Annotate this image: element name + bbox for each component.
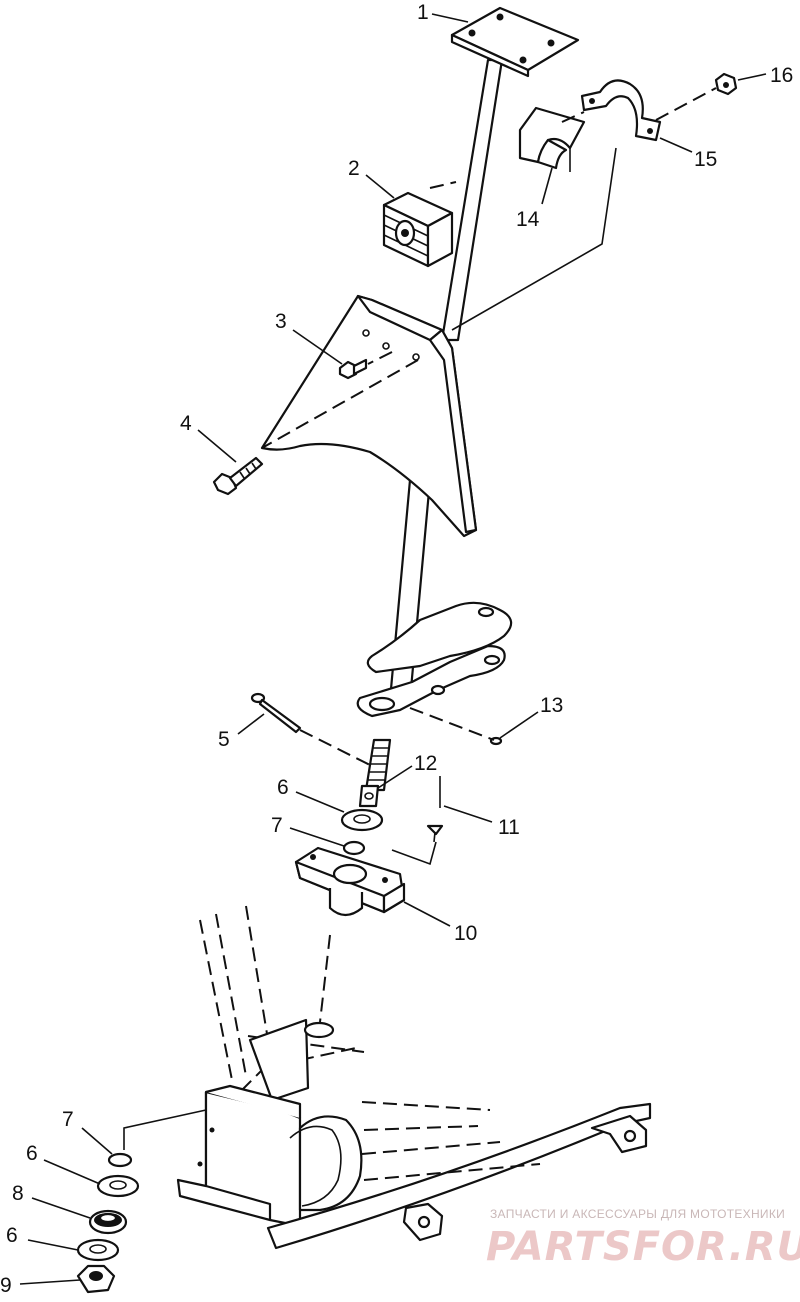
callout-8: 8 [12,1182,24,1205]
nut-part [714,72,738,96]
screw-part [426,824,444,843]
clamp-block-part [518,106,586,172]
long-bolt-part [212,456,264,496]
callout-12: 12 [414,752,437,775]
callout-10: 10 [454,922,477,945]
bearing-housing-part [294,846,406,917]
callout-5: 5 [218,728,230,751]
callout-2: 2 [348,157,360,180]
callout-14: 14 [516,208,540,231]
pitman-arm-part [356,601,513,718]
small-bolt-part [338,358,368,380]
callout-15: 15 [694,148,717,171]
watermark-tagline: ЗАПЧАСТИ И АКСЕССУАРЫ ДЛЯ МОТОТЕХНИКИ [490,1207,785,1221]
leader-lines [19,13,767,1285]
callout-16: 16 [770,64,793,87]
cotter-pin-part [250,692,302,734]
callout-9: 9 [0,1274,12,1297]
callout-6-lower-b: 6 [6,1224,18,1247]
assembly-lines [123,87,717,1150]
callout-7-upper: 7 [271,814,283,837]
callout-1: 1 [417,1,429,24]
washer-small-upper-part [342,840,366,856]
watermark: ЗАПЧАСТИ И АКСЕССУАРЫ ДЛЯ МОТОТЕХНИКИ PA… [486,1207,800,1270]
u-bracket-part [580,79,662,142]
callout-7-lower: 7 [62,1108,74,1131]
callout-13: 13 [540,694,563,717]
lower-hardware-stack [76,1152,140,1294]
callout-6-lower-a: 6 [26,1142,38,1165]
callout-6-upper: 6 [277,776,289,799]
callout-3: 3 [275,310,287,333]
block-part [382,191,454,268]
callout-11: 11 [498,816,520,839]
shaft-spline [364,738,392,792]
callout-4: 4 [180,412,192,435]
steering-bracket-part [260,294,478,538]
coupler-part [358,784,380,808]
watermark-brand: PARTSFOR.RU [486,1224,800,1270]
washer-upper-part [340,808,384,832]
castle-nut-part [88,1209,128,1235]
frame-lower [176,905,652,1250]
